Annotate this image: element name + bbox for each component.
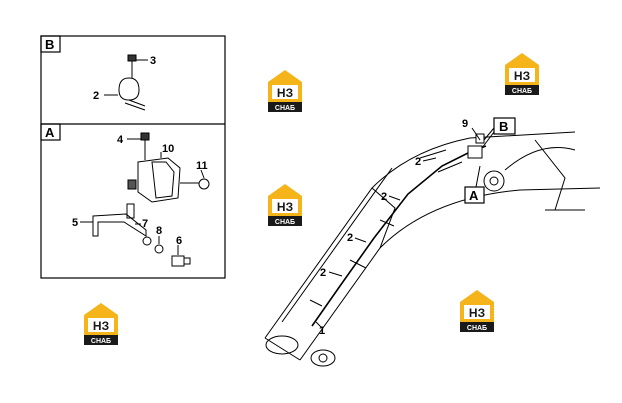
watermark-logo: НЗ СНАБ [84,303,118,345]
panel-b-callout-2: 2 [93,90,99,102]
panel-b-drawing [104,54,148,111]
leader-lines [315,127,495,329]
svg-text:НЗ: НЗ [277,86,293,100]
panel-a-callout-8: 8 [156,225,162,237]
view-b-label: B [499,119,508,134]
svg-text:СНАБ: СНАБ [275,105,295,112]
watermark-logo: НЗ СНАБ [268,184,302,226]
panel-a-label: A [45,125,55,140]
watermark-logo: НЗ СНАБ [268,70,302,112]
panel-b-callout-3: 3 [150,55,156,67]
svg-text:СНАБ: СНАБ [275,219,295,226]
svg-text:НЗ: НЗ [93,319,109,333]
svg-text:НЗ: НЗ [469,306,485,320]
panel-a-drawing [80,132,210,267]
panel-a-callout-5: 5 [72,217,78,229]
svg-text:СНАБ: СНАБ [512,88,532,95]
panel-b-label: B [45,37,54,52]
panel-a-callout-6: 6 [176,235,182,247]
watermark-logo: НЗ СНАБ [460,290,494,332]
main-callout-1: 1 [319,325,325,337]
detail-panels [40,35,226,279]
watermark-logo: НЗ СНАБ [505,53,539,95]
main-callout-9: 9 [462,118,468,130]
panel-a-callout-4: 4 [117,134,124,146]
svg-text:СНАБ: СНАБ [91,338,111,345]
work-light [467,133,485,159]
boom-drawing [264,131,601,367]
svg-text:СНАБ: СНАБ [467,325,487,332]
svg-text:НЗ: НЗ [514,69,530,83]
main-callout-2d: 2 [320,267,326,279]
main-callout-2b: 2 [381,191,387,203]
main-callout-2c: 2 [347,232,353,244]
view-a-label: A [469,188,479,203]
main-callout-2a: 2 [415,156,421,168]
svg-text:НЗ: НЗ [277,200,293,214]
panel-a-callout-10: 10 [162,143,174,155]
panel-a-callout-7: 7 [142,218,148,230]
view-a-marker [464,186,485,204]
view-b-marker [493,117,516,135]
panel-a-callout-11: 11 [196,160,208,172]
